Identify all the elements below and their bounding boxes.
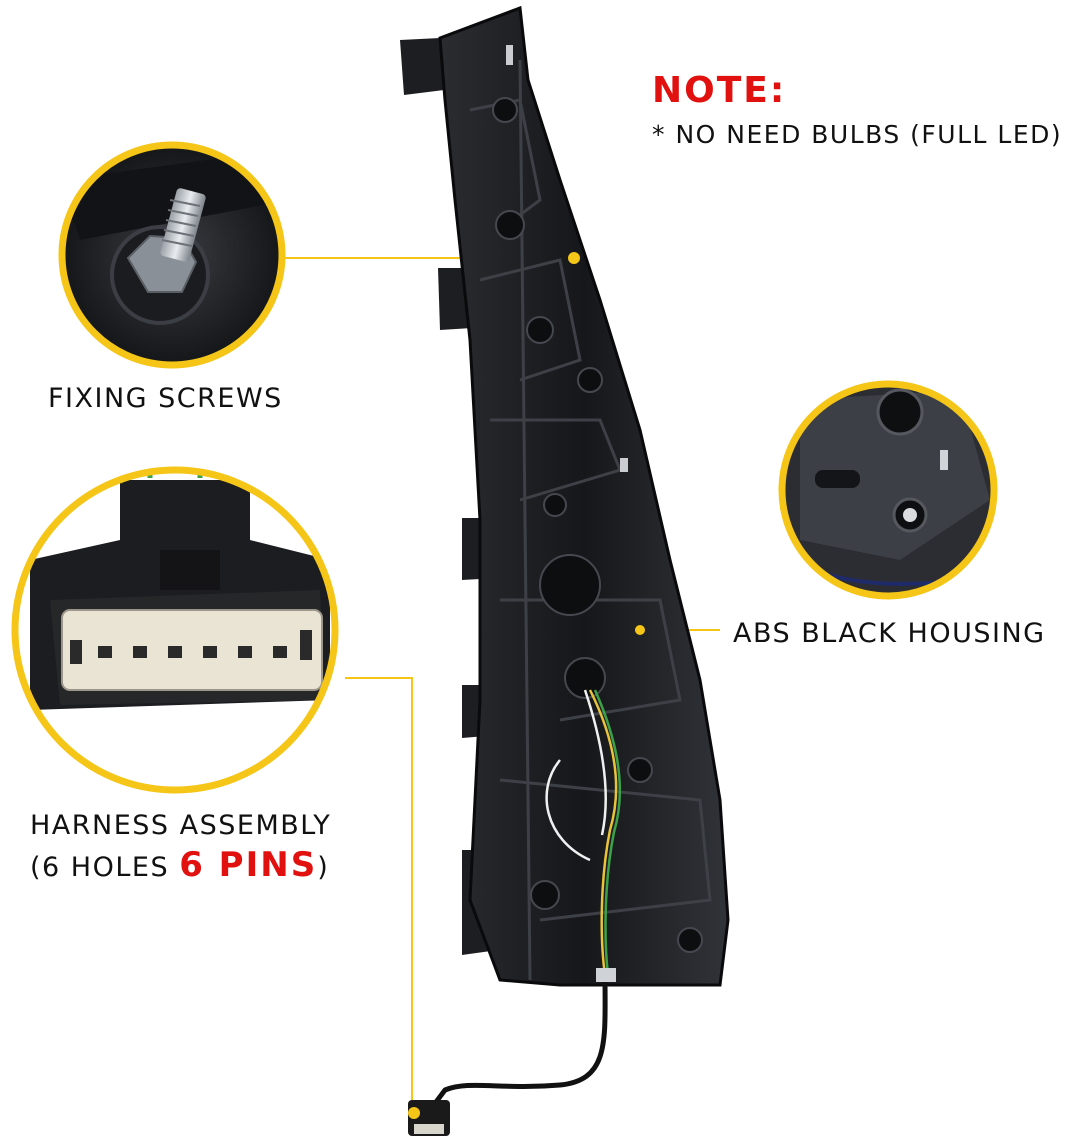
note-line: * NO NEED BULBS (FULL LED) bbox=[652, 120, 1063, 149]
harness-pins-prefix: (6 HOLES bbox=[30, 852, 180, 883]
note-title: NOTE: bbox=[652, 70, 787, 111]
harness-pins-label: (6 HOLES 6 PINS) bbox=[30, 845, 329, 885]
screw-closeup-icon bbox=[58, 141, 286, 369]
abs-housing-label: ABS BLACK HOUSING bbox=[733, 618, 1046, 649]
housing-closeup-icon bbox=[778, 380, 998, 600]
harness-pins-suffix: ) bbox=[317, 852, 330, 883]
harness-assembly-label: HARNESS ASSEMBLY bbox=[30, 810, 332, 841]
fixing-screws-label: FIXING SCREWS bbox=[48, 383, 283, 414]
tail-light-housing bbox=[400, 5, 730, 1136]
harness-pins-highlight: 6 PINS bbox=[179, 845, 318, 885]
connector-closeup-icon bbox=[11, 466, 339, 794]
